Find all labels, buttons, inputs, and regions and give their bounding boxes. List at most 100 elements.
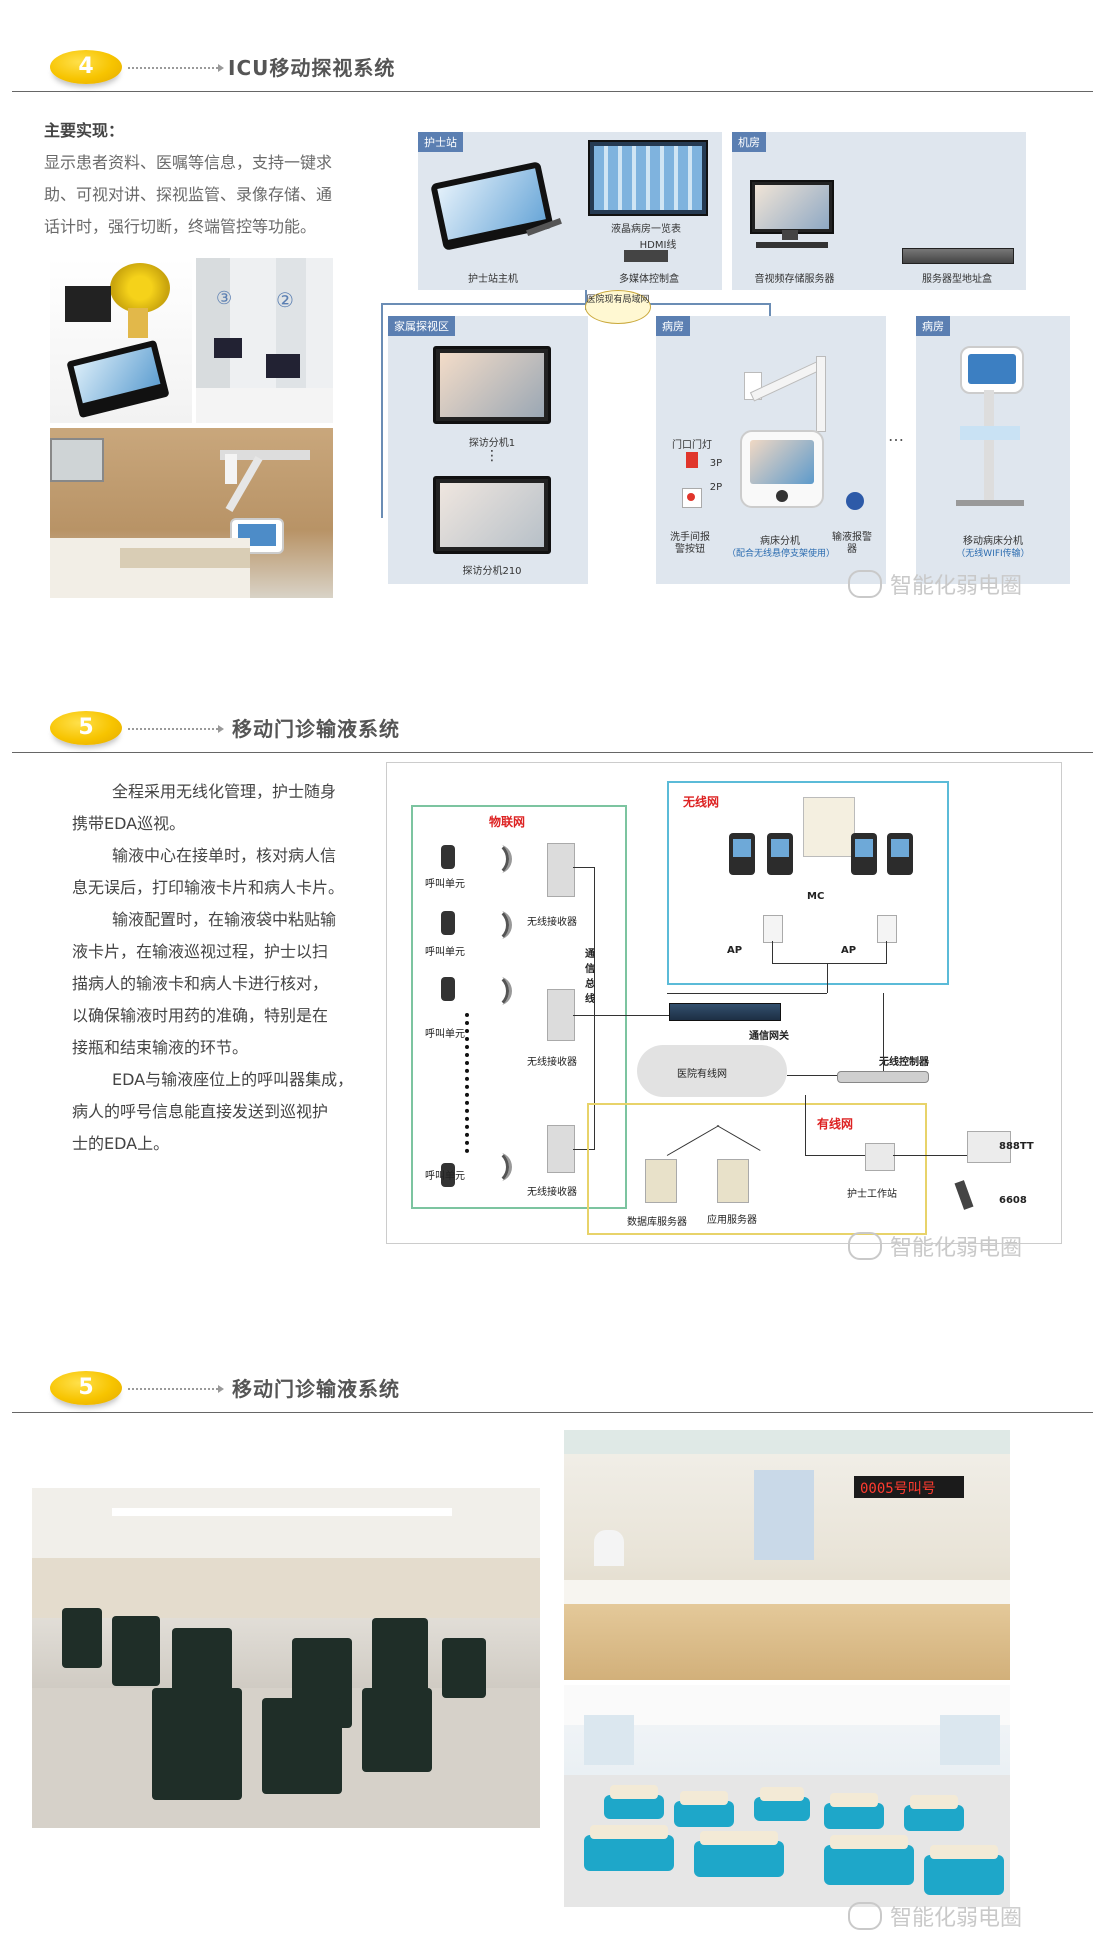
signal-icon (473, 907, 509, 943)
ward-photo (50, 428, 333, 598)
wired-box (587, 1103, 927, 1235)
eda-phone-icon (729, 833, 755, 875)
receiver-device (547, 989, 575, 1041)
signal-icon (473, 973, 509, 1009)
p3-label: 3P (709, 458, 723, 469)
section-number-badge: 4 (50, 50, 122, 84)
dotted-connector (465, 1013, 469, 1153)
av-server-monitor (750, 180, 834, 234)
bed-ext-note: （配合无线悬停支架使用） (726, 549, 835, 559)
wash-btn-label: 洗手间报警按钮 (670, 532, 710, 555)
hospital-net-label: 医院有线网 (677, 1069, 727, 1080)
room-photo: ③ ② (196, 258, 333, 423)
section-divider (12, 752, 1093, 753)
leader-arrow-icon (218, 725, 224, 733)
watermark: 智能化弱电圈 (848, 568, 1022, 600)
eda-phone-icon (767, 833, 793, 875)
call-unit-icon (441, 911, 455, 935)
paragraph-line: 携带EDA巡视。 (72, 814, 186, 833)
lcd-list-label: 液晶病房一览表 (611, 224, 681, 235)
watermark: 智能化弱电圈 (848, 1900, 1022, 1932)
media-box-label: 多媒体控制盒 (619, 274, 679, 285)
section5a-text: 全程采用无线化管理，护士随身 携带EDA巡视。 输液中心在接单时，核对病人信 息… (72, 776, 392, 1160)
receiver-device (547, 1125, 575, 1173)
wechat-icon (848, 1232, 882, 1260)
section-number-badge: 5 (50, 711, 122, 745)
nurse-ws-device (865, 1143, 895, 1171)
label-card-photo (803, 797, 855, 857)
call-unit-icon (441, 845, 455, 869)
watermark-text: 智能化弱电圈 (890, 1906, 1023, 1931)
wireless-box (667, 781, 949, 985)
p2-label: 2P (709, 482, 723, 493)
bed-ext-label: 病床分机 (760, 536, 800, 547)
paragraph-line: 描病人的输液卡和病人卡进行核对， (72, 974, 329, 993)
ward-panel-2: 病房 移动病床分机 （无线WIFI传输） (916, 316, 1070, 584)
led-text: 0005号叫号 (860, 1481, 936, 1497)
room-number: ② (276, 288, 294, 312)
call-unit-label: 呼叫单元 (425, 1171, 465, 1182)
nurse-station-panel: 护士站 护士站主机 液晶病房一览表 HDMI线 多媒体控制盒 (418, 132, 722, 290)
hdmi-label: HDMI线 (639, 240, 677, 251)
infusion-hall-photo (32, 1488, 540, 1828)
paragraph-line: 全程采用无线化管理，护士随身 (112, 782, 337, 801)
addr-box-device (902, 248, 1014, 264)
family-visit-panel: 家属探视区 探访分机1 ⋮ 探访分机210 (388, 316, 588, 584)
section4-text: 主要实现： 显示患者资料、医嘱等信息，支持一键求 助、可视对讲、探视监管、录像存… (44, 115, 384, 243)
mobile-bed-label: 移动病床分机 (963, 536, 1023, 547)
panel-tag: 机房 (732, 132, 766, 152)
call-unit-icon (441, 977, 455, 1001)
mobile-bed-device (960, 346, 1024, 394)
app-server-label: 应用服务器 (707, 1215, 757, 1226)
watermark-text: 智能化弱电圈 (890, 1236, 1023, 1261)
signal-icon (473, 1149, 509, 1185)
ap-device (877, 915, 897, 943)
paragraph-line: 接瓶和结束输液的环节。 (72, 1038, 249, 1057)
db-server-label: 数据库服务器 (627, 1217, 687, 1228)
section-divider (12, 1412, 1093, 1413)
visit-ext1-label: 探访分机1 (468, 438, 516, 449)
wechat-icon (848, 1902, 882, 1930)
ap-label: AP (727, 945, 743, 956)
room-number: ③ (216, 288, 233, 309)
hospital-net-cloud (637, 1045, 787, 1097)
iot-box (411, 805, 627, 1209)
paragraph-line: 以确保输液时用药的准确，特别是在 (72, 1006, 329, 1025)
watermark-text: 智能化弱电圈 (890, 574, 1023, 599)
wireless-ctrl-label: 无线控制器 (879, 1057, 929, 1068)
led-sign: 0005号叫号 (854, 1476, 964, 1498)
door-light-label: 门口门灯 (672, 440, 712, 451)
eda-phone-icon (851, 833, 877, 875)
machine-room-panel: 机房 音视频存储服务器 服务器型地址盒 (732, 132, 1026, 290)
paragraph-line: 息无误后，打印输液卡片和病人卡片。 (72, 878, 345, 897)
nurse-ws-label: 护士工作站 (847, 1189, 897, 1200)
db-server-device (645, 1159, 677, 1203)
receiver-device (547, 843, 575, 897)
receiver-label: 无线接收器 (527, 1187, 577, 1198)
iot-title: 物联网 (489, 815, 526, 829)
ap-label: AP (841, 945, 857, 956)
ellipsis: … (888, 426, 904, 445)
call-unit-label: 呼叫单元 (425, 879, 465, 890)
signal-icon (473, 841, 509, 877)
section-number-badge: 5 (50, 1371, 122, 1405)
scanner-device (954, 1180, 974, 1210)
mc-label: MC (807, 891, 825, 902)
connector-line (769, 303, 771, 325)
lan-node: 医院现有局域网 (585, 290, 651, 324)
infusion-diagram: 物联网 呼叫单元 呼叫单元 呼叫单元 呼叫单元 无线接收器 无线接收器 无线接收… (386, 762, 1062, 1244)
addr-box-label: 服务器型地址盒 (922, 274, 992, 285)
printer-label: 888TT (999, 1141, 1034, 1152)
panel-tag: 病房 (656, 316, 690, 336)
connector-line (381, 303, 771, 305)
printer-device (967, 1131, 1011, 1163)
gateway-label: 通信网关 (749, 1031, 789, 1042)
receiver-label: 无线接收器 (527, 1057, 577, 1068)
call-unit-label: 呼叫单元 (425, 1029, 465, 1040)
section-title: 移动门诊输液系统 (232, 717, 400, 741)
watermark: 智能化弱电圈 (848, 1230, 1022, 1262)
connector-line (381, 303, 383, 518)
dotted-leader (128, 67, 218, 69)
leader-arrow-icon (218, 64, 224, 72)
visit-ext210-label: 探访分机210 (462, 566, 522, 577)
